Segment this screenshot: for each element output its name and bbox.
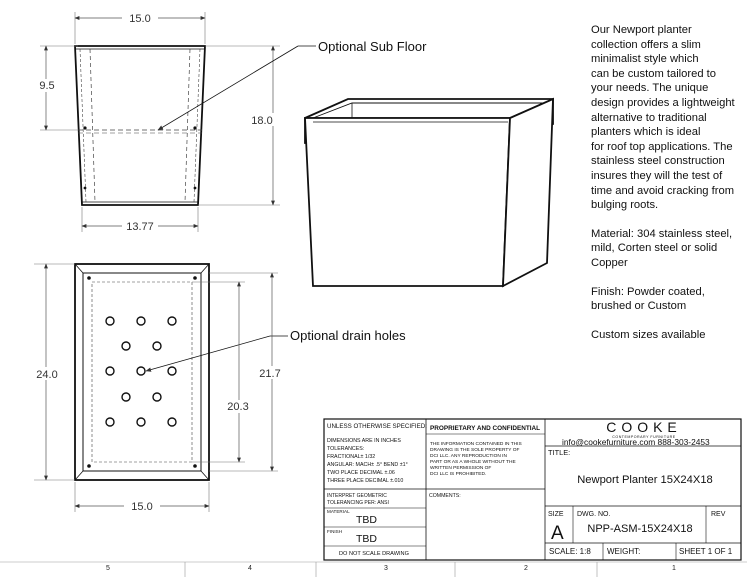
tolerance-line: DIMENSIONS ARE IN INCHES <box>327 438 401 444</box>
drain-hole <box>152 341 162 351</box>
dwg-no-value: NPP-ASM-15X24X18 <box>587 523 692 535</box>
size-label: SIZE <box>548 511 564 518</box>
bottom-width-dim: 13.77 <box>126 221 154 233</box>
subfloor-height-dim: 9.5 <box>39 80 54 92</box>
description-line: planters which is ideal <box>591 126 701 139</box>
hole-span-dim: 20.3 <box>227 401 248 413</box>
planter-front-outline <box>74 45 206 206</box>
drain-hole <box>136 366 146 376</box>
zone-marker: 2 <box>524 565 528 572</box>
length-dim: 24.0 <box>36 369 57 381</box>
drain-hole <box>121 392 131 402</box>
height-dim: 18.0 <box>251 115 272 127</box>
dwg-no-label: DWG. NO. <box>577 511 610 518</box>
proprietary-line: WRITTEN PERMISSION OF <box>430 465 491 471</box>
drain-callout: Optional drain holes <box>290 328 406 343</box>
description-line: collection offers a slim <box>591 38 701 51</box>
description-line: bulging roots. <box>591 199 659 212</box>
finish-line: brushed or Custom <box>591 300 687 313</box>
company-logo: COOKE <box>606 419 682 435</box>
front-view: 15.0 9.5 18.0 13.77 <box>36 11 427 233</box>
title-label: TITLE: <box>548 448 570 457</box>
weight-label: WEIGHT: <box>607 547 640 556</box>
proprietary-text: THE INFORMATION CONTAINED IN THIS DRAWIN… <box>430 441 522 477</box>
material-line: mild, Corten steel or solid <box>591 242 718 255</box>
description-paragraph: Our Newport planter collection offers a … <box>591 23 741 213</box>
subfloor-callout: Optional Sub Floor <box>318 39 427 54</box>
proprietary-line: THE INFORMATION CONTAINED IN THIS <box>430 441 522 447</box>
tolerance-notes: DIMENSIONS ARE IN INCHES TOLERANCES: FRA… <box>327 438 408 484</box>
company-tagline: CONTEMPORARY FURNITURE <box>612 435 675 439</box>
custom-sizes-note: Custom sizes available <box>591 328 706 341</box>
geometric-note: INTERPRET GEOMETRIC <box>327 493 387 499</box>
isometric-view <box>304 97 554 288</box>
description-line: for roof top applications. The <box>591 140 733 153</box>
width-dim: 15.0 <box>131 501 152 513</box>
proprietary-line: PART OR AS A WHOLE WITHOUT THE <box>430 459 516 465</box>
description-line: your needs. The unique <box>591 82 709 95</box>
contact-line: info@cookefurniture.com 888-303-2453 <box>562 437 710 447</box>
drain-hole <box>136 417 146 427</box>
do-not-scale-note: DO NOT SCALE DRAWING <box>339 551 409 557</box>
drain-hole <box>105 316 115 326</box>
proprietary-line: DRAWING IS THE SOLE PROPERTY OF <box>430 447 519 453</box>
title-block: UNLESS OTHERWISE SPECIFIED: DIMENSIONS A… <box>323 418 742 561</box>
description-line: time and avoid cracking from <box>591 184 735 197</box>
drawing-title: Newport Planter 15X24X18 <box>577 474 713 486</box>
sheet-value: SHEET 1 OF 1 <box>679 547 733 556</box>
tolerance-line: FRACTIONAL± 1/32 <box>327 454 375 460</box>
drain-hole <box>167 316 177 326</box>
drain-hole <box>152 392 162 402</box>
product-description: Our Newport planter collection offers a … <box>591 23 741 356</box>
drain-hole <box>136 316 146 326</box>
finish-paragraph: Finish: Powder coated, brushed or Custom <box>591 285 741 314</box>
proprietary-line: DCI LLC IS PROHIBITED. <box>430 471 486 477</box>
zone-marker: 5 <box>106 565 110 572</box>
zone-marker: 3 <box>384 565 388 572</box>
inner-length-dim: 21.7 <box>259 368 280 380</box>
drain-hole <box>167 366 177 376</box>
zone-marker: 4 <box>248 565 252 572</box>
description-line: stainless steel construction <box>591 155 725 168</box>
material-line: Material: 304 stainless steel, <box>591 227 733 240</box>
tolerance-line: THREE PLACE DECIMAL ±.010 <box>327 478 403 484</box>
tolerance-line: ANGULAR: MACH± .5° BEND ±1° <box>327 462 408 468</box>
drain-holes <box>105 316 177 427</box>
description-line: can be custom tailored to <box>591 67 716 80</box>
description-line: minimalist style which <box>591 53 699 66</box>
drain-hole <box>105 417 115 427</box>
drain-hole <box>105 366 115 376</box>
finish-value: TBD <box>356 533 377 545</box>
size-value: A <box>551 523 564 544</box>
description-line: Our Newport planter <box>591 24 692 36</box>
front-top-width-dim: 15.0 <box>129 13 150 25</box>
proprietary-label: PROPRIETARY AND CONFIDENTIAL <box>430 425 540 432</box>
drain-hole <box>121 341 131 351</box>
description-line: insures they will the test of <box>591 169 723 182</box>
tolerance-line: TWO PLACE DECIMAL ±.06 <box>327 470 395 476</box>
zone-marker: 1 <box>672 565 676 572</box>
description-line: alternative to traditional <box>591 111 707 124</box>
material-paragraph: Material: 304 stainless steel, mild, Cor… <box>591 227 741 271</box>
drain-hole <box>167 417 177 427</box>
finish-line: Finish: Powder coated, <box>591 285 705 298</box>
rev-label: REV <box>711 511 726 518</box>
top-view: Optional drain holes 24.0 21.7 20.3 15.0 <box>30 263 406 513</box>
description-line: design provides a lightweight <box>591 96 735 109</box>
scale-value: SCALE: 1:8 <box>549 547 591 556</box>
material-label: MATERIAL <box>327 509 350 514</box>
comments-label: COMMENTS: <box>429 493 461 499</box>
tolerance-line: TOLERANCES: <box>327 446 364 452</box>
unless-label: UNLESS OTHERWISE SPECIFIED: <box>327 423 427 430</box>
material-value: TBD <box>356 514 377 526</box>
material-line: Copper <box>591 256 628 269</box>
geometric-note: TOLERANCING PER: ANSI <box>327 500 389 506</box>
finish-label: FINISH <box>327 529 342 534</box>
proprietary-line: DCI LLC. ANY REPRODUCTION IN <box>430 453 507 459</box>
